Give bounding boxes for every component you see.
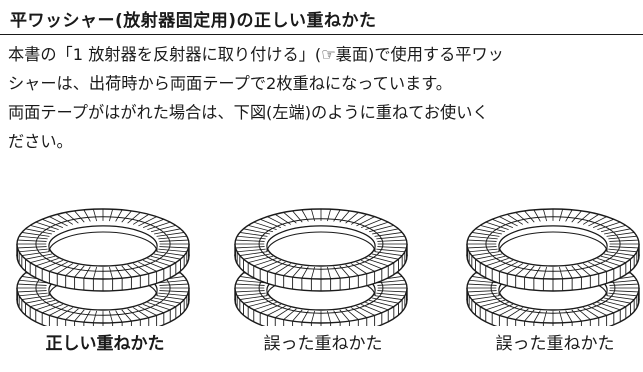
instruction-text: 本書の「1 放射器を反射器に取り付ける」(☞裏面)で使用する平ワッ シャーは、出… — [8, 40, 640, 156]
washer — [234, 208, 408, 292]
figure-wrong-1: 誤った重ねかた — [223, 196, 423, 372]
washer-stack-illustration — [466, 208, 640, 326]
page-title: 平ワッシャー(放射器固定用)の正しい重ねかた — [10, 11, 377, 31]
figure-caption: 正しい重ねかた — [45, 334, 165, 354]
title-underline — [0, 34, 643, 35]
paragraph-line: ださい。 — [8, 132, 73, 151]
washer-stack-illustration — [234, 208, 408, 326]
figure-correct: 正しい重ねかた — [5, 196, 205, 372]
washer — [466, 208, 640, 292]
figure-caption: 誤った重ねかた — [495, 334, 615, 354]
figure-caption: 誤った重ねかた — [263, 334, 383, 354]
washer-stack-illustration — [16, 208, 190, 326]
washer — [16, 208, 190, 292]
paragraph-line: 本書の「1 放射器を反射器に取り付ける」(☞裏面)で使用する平ワッ — [8, 45, 504, 64]
washer-figures: 正しい重ねかた 誤った重ねかた 誤った重ねかた — [0, 196, 643, 372]
paragraph-line: シャーは、出荷時から両面テープで2枚重ねになっています。 — [8, 74, 452, 93]
paragraph-line: 両面テープがはがれた場合は、下図(左端)のように重ねてお使いく — [8, 103, 489, 122]
figure-wrong-2: 誤った重ねかた — [455, 196, 643, 372]
